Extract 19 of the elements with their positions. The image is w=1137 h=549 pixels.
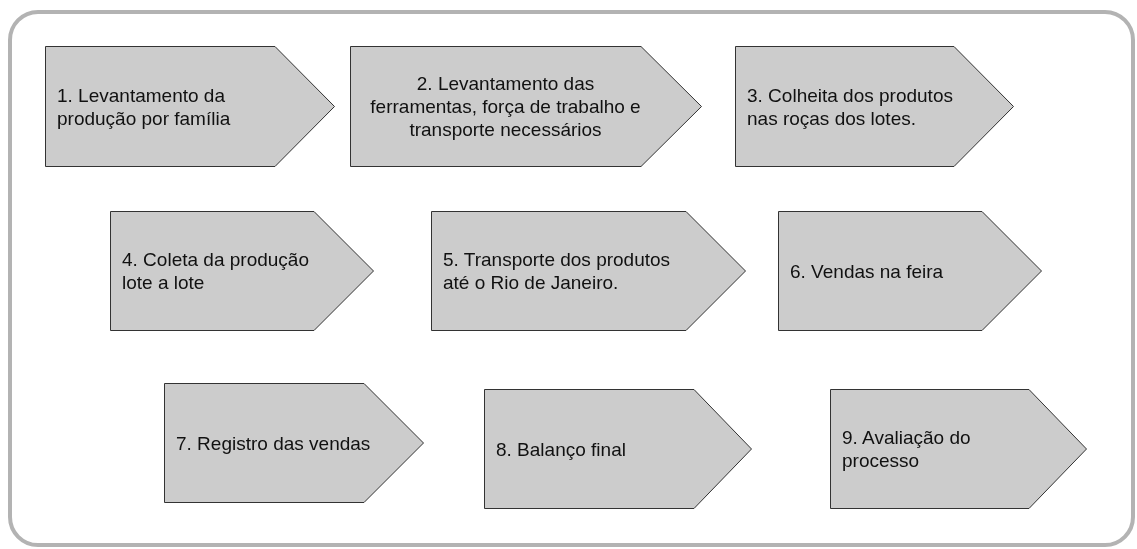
panel-frame [8, 10, 1135, 547]
step-arrow-shape [164, 383, 424, 503]
step-label: 5. Transporte dos produtos até o Rio de Janeiro. [443, 248, 672, 295]
step-label: 6. Vendas na feira [790, 259, 945, 284]
step-arrow-shape [735, 46, 1014, 167]
step-label: 4. Coleta da produção lote a lote [122, 248, 310, 295]
step-label: 2. Levantamento das ferramentas, força de trabalho e transporte necessários [369, 72, 642, 142]
step-label: 9. Avaliação do processo [842, 426, 972, 473]
step-arrow-shape [45, 46, 335, 167]
step-arrow-shape [110, 211, 374, 331]
step-label: 7. Registro das vendas [176, 431, 372, 456]
step-arrow-shape [830, 389, 1087, 509]
step-label: 8. Balanço final [496, 437, 627, 462]
step-arrow-shape [778, 211, 1042, 331]
step-label: 1. Levantamento da produção por família [57, 83, 232, 131]
step-arrow-shape [431, 211, 746, 331]
step-label: 3. Colheita dos produtos nas roças dos lotes. [747, 83, 954, 131]
step-arrow-shape [484, 389, 752, 509]
step-arrow-shape [350, 46, 702, 167]
